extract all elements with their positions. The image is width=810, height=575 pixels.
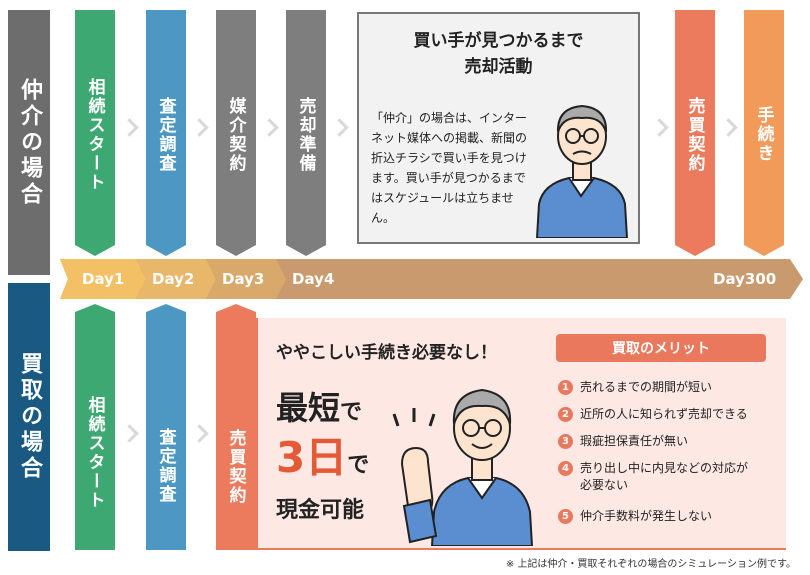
top-step-5-shape: [675, 10, 715, 256]
brokerage-card-title-line2: 売却活動: [464, 57, 533, 77]
side-label-brokerage-text: 仲介の場合: [17, 77, 42, 208]
merit-item-3: 3 瑕疵担保責任が無い: [558, 433, 773, 450]
merit-number-4: 4: [558, 461, 573, 476]
footnote: ※ 上記は仲介・買取それぞれの場合のシミュレーション例です。: [505, 559, 796, 570]
top-step-6-shape: [744, 10, 784, 256]
day-label-2: Day2: [152, 270, 195, 288]
top-step-2-label: 査定調査: [155, 96, 176, 173]
top-step-3-label: 媒介契約: [225, 96, 246, 173]
merit-number-1: 1: [558, 380, 573, 395]
day-label-300: Day300: [713, 270, 777, 288]
day-label-4: Day4: [292, 270, 335, 288]
merit-text-2: 近所の人に知られず売却できる: [580, 407, 748, 421]
brokerage-card: 買い手が見つかるまで 売却活動 「仲介」の場合は、インターネット媒体への掲載、新…: [357, 12, 640, 244]
top-step-2-shape: [146, 10, 186, 256]
side-label-brokerage: 仲介の場合: [8, 10, 50, 275]
merit-number-3: 3: [558, 434, 573, 449]
big-text-shortest: 最短: [276, 389, 341, 427]
bottom-step-2-shape: [146, 304, 186, 550]
top-step-6-label: 手続き: [753, 106, 774, 163]
bottom-step-1: 相続スタート: [75, 312, 115, 550]
merit-item-4: 4 売り出し中に内見などの対応が必要ない: [558, 460, 758, 494]
timeline-segment-3: [206, 259, 286, 299]
big-text-de-2: で: [347, 453, 370, 478]
purchase-big-text: 最短で 3日で 現金可能: [276, 386, 369, 533]
top-step-2: 査定調査: [146, 10, 186, 245]
happy-man-icon: [392, 388, 534, 546]
merit-item-5: 5 仲介手数料が発生しない: [558, 508, 773, 525]
big-text-three-days: 3日: [276, 433, 348, 482]
brokerage-card-title-line1: 買い手が見つかるまで: [413, 31, 584, 51]
top-step-4-label: 売却準備: [295, 96, 316, 173]
side-label-purchase: 買取の場合: [8, 283, 50, 551]
bottom-step-1-label: 相続スタート: [84, 396, 105, 510]
merit-header: 買取のメリット: [556, 334, 766, 362]
merit-text-1: 売れるまでの期間が短い: [580, 380, 713, 394]
top-step-5-label: 売買契約: [684, 96, 705, 173]
merit-item-1: 1 売れるまでの期間が短い: [558, 379, 773, 396]
day-label-1: Day1: [82, 270, 125, 288]
merit-text-5: 仲介手数料が発生しない: [580, 509, 713, 523]
bottom-step-1-shape: [75, 304, 115, 550]
merit-item-2: 2 近所の人に知られず売却できる: [558, 406, 773, 423]
timeline-segment-1: [60, 259, 146, 299]
brokerage-card-body: 「仲介」の場合は、インターネット媒体への掲載、新聞の折込チラシで買い手を見つけま…: [371, 111, 528, 225]
side-label-purchase-text: 買取の場合: [17, 352, 42, 482]
brokerage-card-title: 買い手が見つかるまで 売却活動: [359, 28, 638, 80]
bottom-step-3: 売買契約: [216, 312, 256, 550]
worried-man-icon: [535, 104, 629, 238]
top-step-3-shape: [216, 10, 256, 256]
top-step-1-shape: [75, 10, 115, 256]
top-step-3: 媒介契約: [216, 10, 256, 245]
top-step-1: 相続スタート: [75, 10, 115, 245]
big-text-de-1: で: [340, 400, 363, 425]
bottom-step-3-label: 売買契約: [225, 429, 246, 505]
merit-number-5: 5: [558, 509, 573, 524]
merit-text-3: 瑕疵担保責任が無い: [580, 434, 689, 448]
big-text-cash: 現金可能: [276, 498, 365, 523]
top-step-5: 売買契約: [675, 10, 715, 245]
top-step-4-shape: [286, 10, 326, 256]
merit-text-4: 売り出し中に内見などの対応が必要ない: [580, 461, 749, 492]
top-step-1-label: 相続スタート: [84, 77, 105, 192]
bottom-step-2: 査定調査: [146, 312, 186, 550]
merit-number-2: 2: [558, 407, 573, 422]
purchase-headline: ややこしい手続き必要なし！: [276, 343, 497, 363]
top-step-4: 売却準備: [286, 10, 326, 245]
bottom-step-2-label: 査定調査: [155, 428, 176, 504]
top-step-6: 手続き: [744, 10, 784, 245]
day-label-3: Day3: [222, 270, 265, 288]
timeline-segment-2: [136, 259, 216, 299]
